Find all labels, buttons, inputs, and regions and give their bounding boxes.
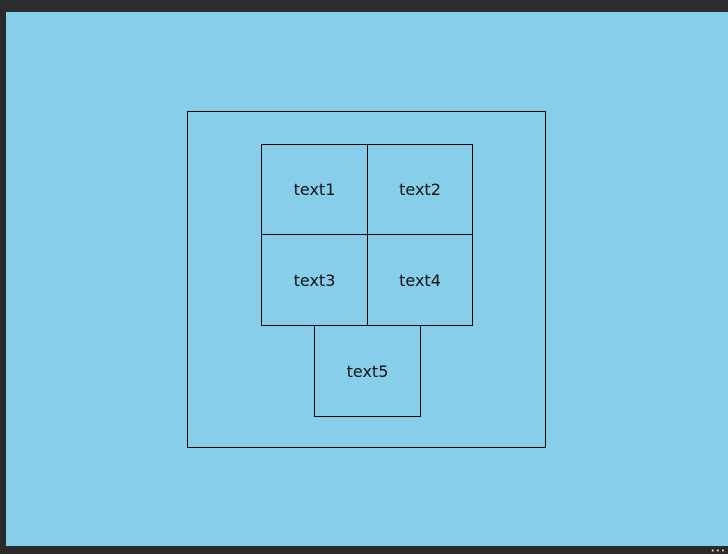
grid-cell-3: text3: [261, 234, 368, 326]
grid-cell-label: text5: [346, 361, 389, 381]
window-bottom-bar: •••: [0, 546, 728, 554]
grid-cell-1: text1: [261, 144, 368, 235]
window-top-bar: [0, 0, 728, 12]
outer-container-box: text1 text2 text3 text4 text5: [187, 111, 546, 448]
grid-cell-5: text5: [314, 325, 421, 417]
grid-cell-label: text1: [293, 180, 336, 199]
grid-cell-label: text3: [293, 270, 336, 290]
grid-cell-label: text2: [399, 180, 441, 199]
grid-cell-2: text2: [367, 144, 473, 235]
grid-cell-label: text4: [399, 270, 441, 290]
grid-cell-4: text4: [367, 234, 473, 326]
resize-grip-icon[interactable]: •••: [710, 548, 726, 554]
canvas: text1 text2 text3 text4 text5: [6, 12, 728, 546]
window-left-bar: [0, 12, 6, 546]
